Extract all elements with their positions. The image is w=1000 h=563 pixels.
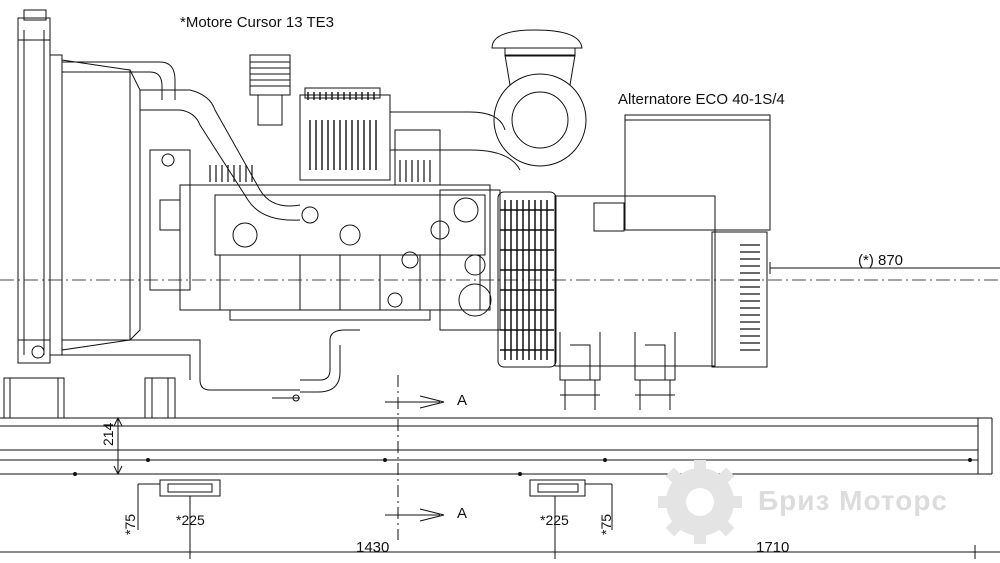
foot-right-offset-label: *75: [598, 513, 614, 535]
alternator-label: Alternatore ECO 40-1S/4: [618, 91, 785, 108]
dimension-1710-label: 1710: [756, 539, 790, 556]
rocker-cover-fins: [307, 92, 377, 170]
engine-label: *Motore Cursor 13 TE3: [180, 14, 334, 31]
side-dimension-870: [769, 262, 1000, 274]
engine-block: [149, 29, 587, 331]
section-a-top-label: A: [457, 392, 468, 409]
foot-right-width-label: *225: [540, 512, 569, 528]
base-frame: [0, 416, 993, 476]
mounting-feet: [137, 479, 613, 548]
dimension-1430-label: 1430: [356, 539, 390, 556]
brand-gear-watermark-icon: [658, 460, 742, 544]
foot-left-width-label: *225: [176, 512, 205, 528]
bottom-dimensions: [0, 545, 1000, 559]
flywheel-housing: [497, 191, 557, 368]
radiator: [3, 9, 141, 419]
section-a-markers: [385, 375, 445, 540]
alternator: [554, 114, 771, 410]
base-height-label: 214: [100, 422, 116, 446]
section-a-bottom-label: A: [457, 505, 468, 522]
foot-left-offset-label: *75: [122, 513, 138, 535]
coolant-pipes: [62, 61, 360, 419]
side-dimension-label: (*) 870: [858, 252, 904, 269]
brand-watermark-text: Бриз Моторс: [758, 485, 948, 516]
